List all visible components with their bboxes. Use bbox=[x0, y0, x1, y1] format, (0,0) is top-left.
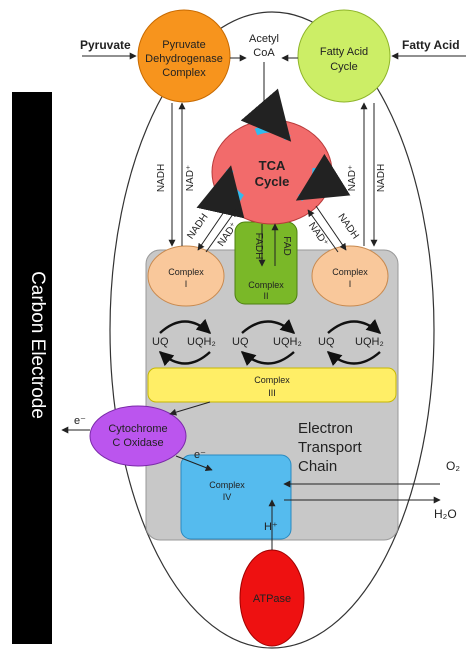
uqh2-label-1: UQH₂ bbox=[187, 336, 216, 348]
tca-nad-right-arrow bbox=[307, 209, 339, 253]
complex-1-right-label: Complex bbox=[332, 267, 368, 277]
complex-2-label: Complex bbox=[248, 280, 284, 290]
pyruvate-dehydrogenase-complex bbox=[137, 9, 231, 103]
complex-4-label: Complex bbox=[209, 480, 245, 490]
cyto-to-complex4-arrow bbox=[175, 455, 213, 471]
complex3-to-cyto-arrow bbox=[169, 401, 211, 416]
tca-label-line2: Cycle bbox=[255, 174, 290, 189]
uq-label-2: UQ bbox=[232, 336, 249, 348]
cell-outline bbox=[109, 11, 435, 649]
tca-label-line1: TCA bbox=[259, 158, 286, 173]
carbon-electrode-bar bbox=[12, 92, 52, 644]
complex-1-right bbox=[311, 245, 389, 307]
complex-3-label: Complex bbox=[254, 375, 290, 385]
fac-nadh-label: NADH bbox=[376, 164, 387, 192]
fac-label-line2: Cycle bbox=[330, 61, 358, 73]
pyruvate-label: Pyruvate bbox=[80, 38, 131, 52]
uqh2-label-3: UQH₂ bbox=[355, 336, 384, 348]
uq-cycle-arrow-1b bbox=[158, 351, 211, 367]
tca-nadh-left-arrow bbox=[197, 205, 229, 251]
acetyl-label: Acetyl bbox=[249, 33, 279, 45]
tca-nadh-right-arrow bbox=[315, 205, 347, 251]
etc-label-line3: Chain bbox=[298, 458, 337, 475]
complex-3-box bbox=[147, 367, 397, 403]
fac-nad-label: NAD⁺ bbox=[347, 165, 358, 191]
complex-1-right-number: I bbox=[349, 279, 352, 289]
fadh-label: FADH bbox=[253, 233, 264, 260]
fatty-acid-cycle bbox=[297, 9, 391, 103]
uq-cycle-arrow-3b bbox=[326, 351, 381, 366]
tca-nad-left-arrow bbox=[205, 209, 237, 253]
fatty-acid-label: Fatty Acid bbox=[402, 38, 460, 52]
electrode-e-minus-label: e⁻ bbox=[74, 415, 86, 427]
pdc-label-line1: Pyruvate bbox=[162, 39, 205, 51]
o2-label: O₂ bbox=[446, 459, 460, 473]
pdc-nadh-label: NADH bbox=[156, 164, 167, 192]
fad-label: FAD bbox=[281, 236, 292, 255]
cytochrome-c-oxidase bbox=[89, 405, 187, 467]
tca-cycle-arrow-left bbox=[196, 165, 245, 219]
uq-cycle-arrow-2a bbox=[241, 319, 296, 334]
uq-cycle-arrow-2b bbox=[240, 351, 295, 366]
uqh2-label-2: UQH₂ bbox=[273, 336, 302, 348]
complex-4-box bbox=[180, 454, 292, 540]
tca-nad-right-label: NAD⁺ bbox=[306, 221, 330, 249]
uq-cycle-arrow-3a bbox=[327, 319, 382, 334]
carbon-electrode-label: Carbon Electrode bbox=[27, 271, 48, 419]
fac-label-line1: Fatty Acid bbox=[320, 46, 368, 58]
complex-4-number: IV bbox=[223, 492, 232, 502]
h-plus-label: H⁺ bbox=[264, 521, 278, 533]
h2o-label: H₂O bbox=[434, 507, 457, 521]
etc-label-line2: Transport bbox=[298, 439, 362, 456]
tca-cycle-arrow-top bbox=[240, 88, 292, 142]
complex-1-left-number: I bbox=[185, 279, 188, 289]
atpase-label: ATPase bbox=[253, 593, 291, 605]
etc-label-line1: Electron bbox=[298, 420, 353, 437]
uq-cycle-arrow-1a bbox=[159, 318, 212, 334]
pdc-nad-label: NAD⁺ bbox=[185, 165, 196, 191]
complex-2-number: II bbox=[263, 291, 268, 301]
complex-1-left bbox=[147, 245, 225, 307]
complex4-e-minus-label: e⁻ bbox=[194, 449, 206, 461]
complex-3-number: III bbox=[268, 388, 276, 398]
complex-1-left-label: Complex bbox=[168, 267, 204, 277]
uq-label-1: UQ bbox=[152, 336, 169, 348]
pdc-label-line3: Complex bbox=[162, 67, 206, 79]
cyto-label-line2: C Oxidase bbox=[112, 437, 163, 449]
cyto-label-line1: Cytochrome bbox=[108, 423, 167, 435]
pdc-label-line2: Dehydrogenase bbox=[145, 53, 223, 65]
tca-cycle-arrow-right bbox=[295, 153, 351, 201]
tca-nadh-right-label: NADH bbox=[335, 212, 360, 242]
uq-label-3: UQ bbox=[318, 336, 335, 348]
coa-label: CoA bbox=[253, 47, 275, 59]
